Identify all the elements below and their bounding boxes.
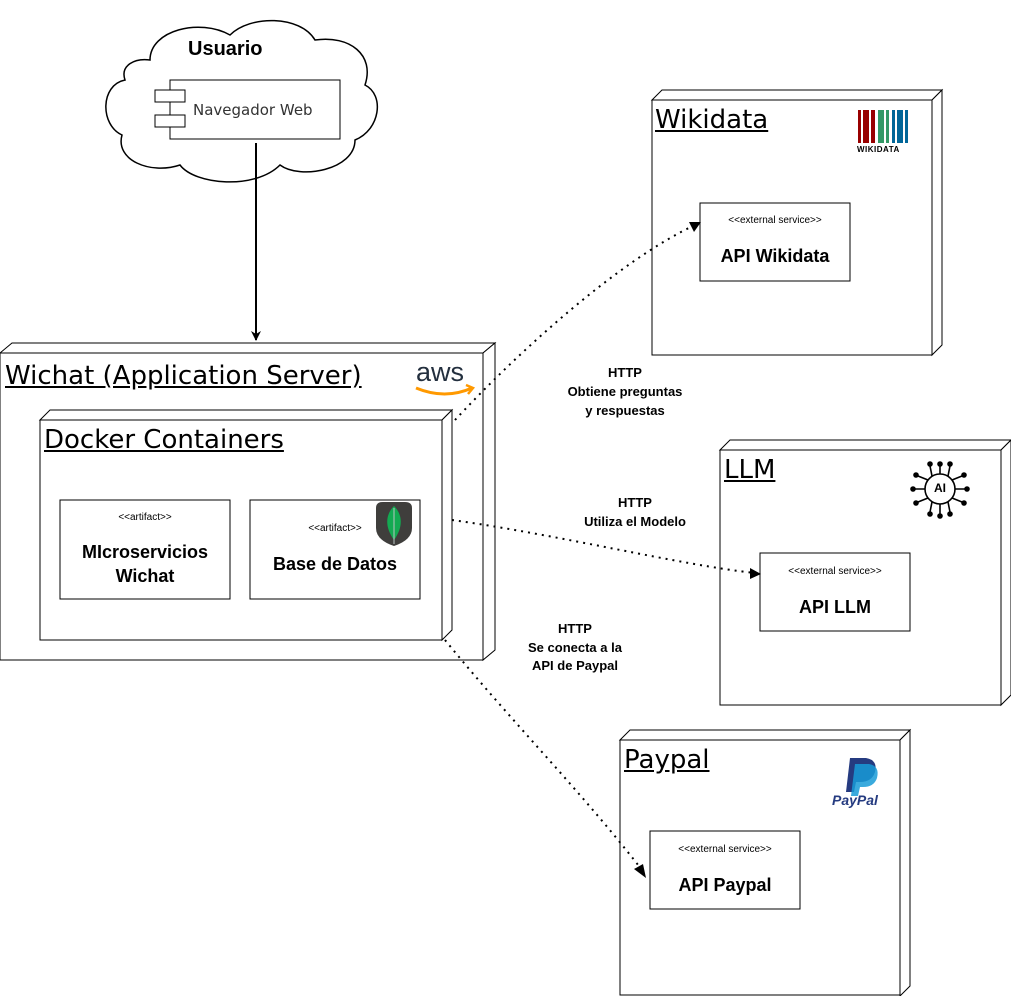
paypal-logo bbox=[846, 758, 878, 796]
ai-icon-text: AI bbox=[934, 481, 946, 495]
mongodb-leaf-icon bbox=[376, 502, 412, 546]
svg-text:aws: aws bbox=[416, 357, 464, 387]
ai-brain-icon bbox=[910, 461, 970, 519]
edge-label-wikidata-line3: y respuestas bbox=[585, 403, 665, 418]
artifact-name: Base de Datos bbox=[272, 554, 398, 574]
wikidata-logo-text: WIKIDATA bbox=[857, 145, 900, 154]
artifact-stereotype: <<artifact>> bbox=[308, 523, 362, 534]
app-server-title: Wichat (Application Server) bbox=[5, 361, 362, 391]
docker-containers-title: Docker Containers bbox=[44, 425, 284, 455]
service-name: API Wikidata bbox=[720, 246, 830, 266]
artifact-microservices bbox=[59, 499, 231, 600]
user-title: Usuario bbox=[188, 38, 263, 60]
edge-to-paypal bbox=[444, 639, 643, 871]
wikidata-node bbox=[650, 88, 944, 357]
service-stereotype: <<external service>> bbox=[728, 215, 822, 226]
arrowhead-llm bbox=[750, 568, 761, 579]
aws-logo: aws bbox=[415, 357, 476, 396]
paypal-title: Paypal bbox=[624, 745, 710, 775]
edge-arrowheads bbox=[634, 222, 761, 878]
edge-label-wikidata-line2: Obtiene preguntas bbox=[567, 384, 683, 399]
browser-label: Navegador Web bbox=[193, 101, 313, 119]
service-name: API LLM bbox=[799, 597, 871, 617]
service-name: API Paypal bbox=[678, 875, 772, 895]
service-stereotype: <<external service>> bbox=[788, 566, 882, 577]
wikidata-title: Wikidata bbox=[655, 105, 769, 135]
artifact-stereotype: <<artifact>> bbox=[118, 512, 172, 523]
artifact-name-line1: MIcroservicios bbox=[81, 542, 209, 562]
edge-to-llm bbox=[451, 519, 756, 574]
arrowhead-paypal bbox=[634, 864, 646, 878]
service-stereotype: <<external service>> bbox=[678, 844, 772, 855]
edge-label-paypal-line3: API de Paypal bbox=[532, 658, 618, 673]
edge-label-paypal-line2: Se conecta a la bbox=[528, 640, 622, 655]
wikidata-logo bbox=[858, 110, 908, 143]
arrowhead-wikidata bbox=[689, 222, 701, 232]
dependency-edges bbox=[444, 224, 756, 871]
browser-component bbox=[154, 79, 341, 140]
edge-label-llm-line2: Utiliza el Modelo bbox=[584, 514, 686, 529]
edge-label-paypal-line1: HTTP bbox=[558, 621, 592, 636]
llm-title: LLM bbox=[724, 455, 776, 485]
artifact-name-line2: Wichat bbox=[115, 566, 175, 586]
edge-label-llm-line1: HTTP bbox=[618, 495, 652, 510]
paypal-logo-text: PayPal bbox=[832, 792, 878, 808]
edge-label-wikidata-line1: HTTP bbox=[608, 365, 642, 380]
